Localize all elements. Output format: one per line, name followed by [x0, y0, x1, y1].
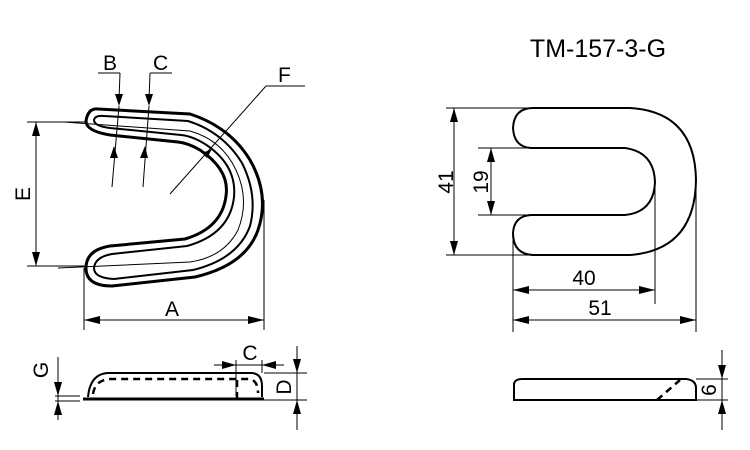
dim-51-arrow-left-icon: [513, 316, 529, 324]
inner-outline: [92, 114, 254, 281]
dim-19-value: 19: [470, 170, 493, 193]
e-arrow-up-icon: [32, 122, 40, 136]
part-outline: [511, 107, 698, 256]
generic-side-view: G C D: [30, 342, 307, 430]
f-arrow-icon: [202, 149, 212, 158]
g-arrow-up-icon: [54, 401, 62, 415]
side-hidden-diagonal: [656, 379, 681, 401]
dim-40-arrow-right-icon: [639, 286, 655, 294]
side-outline: [513, 378, 697, 401]
g-arrow-down-icon: [54, 382, 62, 396]
c-arrow-right-icon: [222, 361, 236, 369]
b-arrow-down-icon: [115, 94, 123, 106]
label-f: F: [278, 64, 291, 87]
generic-top-view: B C F E A: [12, 52, 305, 330]
dim-19-arrow-down-icon: [487, 201, 495, 215]
specific-side-view: 6: [513, 350, 728, 430]
label-c-side: C: [242, 342, 257, 365]
side-profile: [87, 372, 263, 398]
a-arrow-right-icon: [248, 316, 264, 324]
label-e: E: [12, 187, 35, 201]
e-arrow-down-icon: [32, 252, 40, 266]
label-c-top: C: [153, 52, 168, 75]
label-g: G: [30, 362, 53, 378]
dim-6-arrow-down-icon: [718, 365, 726, 379]
outer-outline: [84, 107, 264, 288]
label-a: A: [165, 298, 179, 321]
dim-51-arrow-right-icon: [680, 316, 696, 324]
c-arrow-up-icon: [140, 146, 148, 158]
dim-6-value: 6: [698, 384, 721, 396]
center-line: [57, 121, 244, 269]
c-arrow-left-icon: [262, 361, 276, 369]
d-arrow-down-icon: [293, 359, 301, 373]
c-arrow-down-icon: [145, 94, 153, 106]
label-d: D: [273, 379, 296, 394]
a-arrow-left-icon: [84, 316, 100, 324]
side-hidden-profile: [91, 377, 260, 395]
dim-51-value: 51: [588, 297, 611, 320]
dim-6-arrow-up-icon: [718, 400, 726, 414]
d-arrow-up-icon: [293, 400, 301, 414]
part-number-title: TM-157-3-G: [530, 35, 666, 63]
b-arrow-up-icon: [110, 146, 118, 158]
label-b: B: [103, 52, 117, 75]
specific-top-view: 41 19 40 51: [435, 107, 698, 332]
dim-41-arrow-down-icon: [450, 241, 458, 255]
f-leader-line: [169, 85, 267, 195]
b-witness-line: [111, 105, 120, 188]
dim-40-value: 40: [572, 267, 595, 290]
dim-41-arrow-up-icon: [450, 108, 458, 122]
c-witness-line: [142, 105, 150, 188]
dim-40-arrow-left-icon: [513, 286, 529, 294]
dim-41-value: 41: [435, 170, 458, 193]
dim-19-arrow-up-icon: [487, 148, 495, 162]
